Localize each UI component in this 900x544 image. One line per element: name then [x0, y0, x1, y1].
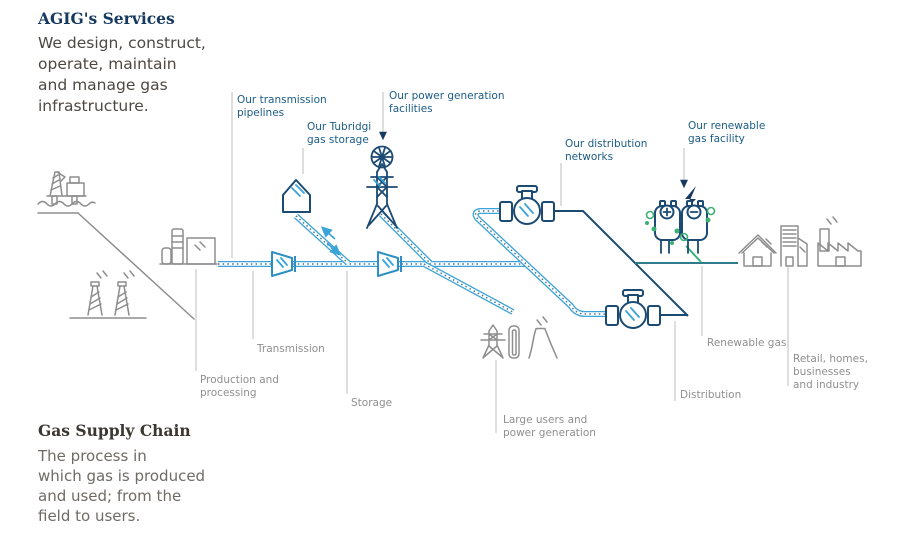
label-line: networks — [565, 151, 614, 163]
transmission-tower-icon — [366, 163, 398, 229]
footer-line: and used; from the — [38, 487, 182, 505]
label-stage-renewable-gas: Renewable gas — [707, 337, 787, 349]
label-line: businesses — [793, 366, 851, 378]
distribution-lines — [545, 210, 738, 317]
label-line: Retail, homes, — [793, 353, 868, 365]
pipe-storage-branch — [293, 213, 351, 266]
label-power-generation: Our power generation facilities — [389, 90, 504, 116]
flow-arrows — [320, 226, 342, 256]
header-line: and manage gas — [38, 76, 168, 94]
footer-description: The process in which gas is produced and… — [38, 446, 205, 526]
compressor-icon — [377, 251, 402, 277]
page-title: AGIG's Services — [38, 9, 175, 28]
terrain-lines — [37, 200, 218, 320]
green-gas-dots — [645, 206, 716, 245]
label-line: Production and — [200, 374, 279, 386]
compressor-icon — [271, 251, 296, 277]
footer-line: which gas is produced — [38, 467, 206, 485]
valve-icon — [499, 185, 555, 225]
label-stage-retail: Retail, homes, businesses and industry — [793, 353, 868, 392]
power-station-icon — [480, 316, 558, 359]
header-line: operate, maintain — [38, 55, 177, 73]
pipe-power-branch — [378, 211, 433, 266]
renewable-gas-facility-icon — [645, 186, 716, 254]
apartment-icon — [780, 225, 808, 267]
turbine-icon — [370, 145, 394, 169]
offshore-platform-icon — [46, 171, 87, 205]
header-description: We design, construct, operate, maintain … — [38, 33, 206, 117]
label-line: and industry — [793, 379, 860, 391]
leader-lines — [195, 92, 789, 433]
valve-icon — [605, 289, 661, 329]
processing-plant-icon — [161, 228, 216, 265]
label-stage-storage: Storage — [351, 397, 393, 409]
pipe-cross — [472, 208, 612, 317]
label-stage-distribution: Distribution — [680, 389, 742, 401]
header-line: We design, construct, — [38, 34, 206, 52]
drilling-derricks-icon — [87, 270, 135, 316]
label-line: power generation — [503, 427, 596, 439]
label-tubridgi-gas-storage: Our Tubridgi gas storage — [307, 121, 371, 147]
waves-icon — [37, 200, 96, 207]
label-line: pipelines — [237, 107, 285, 119]
gas-storage-icon — [282, 179, 311, 213]
factory-icon — [817, 216, 862, 267]
label-distribution-networks: Our distribution networks — [565, 138, 647, 164]
pipe-users-branch — [422, 261, 515, 315]
label-line: Our Tubridgi — [307, 121, 372, 133]
label-line: processing — [200, 387, 257, 399]
label-line: Our power generation — [389, 90, 505, 102]
footer-line: field to users. — [38, 507, 141, 525]
house-icon — [738, 234, 777, 267]
footer-title: Gas Supply Chain — [38, 421, 191, 440]
label-line: gas facility — [688, 133, 745, 145]
label-line: Large users and — [503, 414, 588, 426]
lightning-icon — [683, 186, 696, 212]
footer-line: The process in — [38, 447, 147, 465]
label-line: Our distribution — [565, 138, 648, 150]
label-stage-production: Production and processing — [200, 374, 279, 400]
label-renewable-gas-facility: Our renewable gas facility — [688, 120, 765, 146]
label-line: Our transmission — [237, 94, 327, 106]
label-line: gas storage — [307, 134, 369, 146]
label-stage-transmission: Transmission — [257, 343, 325, 355]
label-line: facilities — [389, 103, 433, 115]
header-line: infrastructure. — [38, 97, 149, 115]
label-line: Our renewable — [688, 120, 766, 132]
label-stage-large-users: Large users and power generation — [503, 414, 596, 440]
label-transmission-pipelines: Our transmission pipelines — [237, 94, 327, 120]
